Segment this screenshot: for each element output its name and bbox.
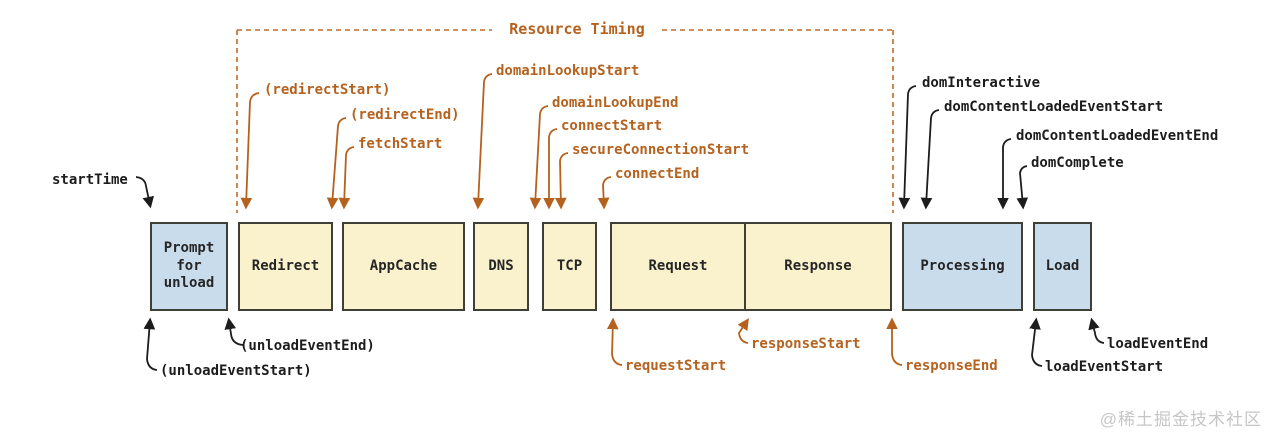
label-responseEnd: responseEnd (905, 358, 998, 374)
box-load: Load (1033, 222, 1092, 311)
label-connectEnd: connectEnd (615, 166, 700, 182)
label-domComplete: domComplete (1031, 155, 1124, 171)
label-fetchStart: fetchStart (358, 136, 443, 152)
label-domContentLoadedEventStart: domContentLoadedEventStart (944, 99, 1164, 115)
arrow-redirectEnd (326, 117, 347, 210)
box-redirect: Redirect (238, 222, 333, 311)
arrow-loadEventEnd (1088, 317, 1105, 344)
label-connectStart: connectStart (561, 118, 663, 134)
arrow-redirectStart (240, 92, 260, 210)
arrow-domContentLoadedEventStart (920, 109, 940, 210)
label-unloadEventStart: (unloadEventStart) (160, 363, 312, 379)
box-dns: DNS (473, 222, 529, 311)
arrow-domComplete (1016, 165, 1029, 210)
label-domainLookupEnd: domainLookupEnd (552, 95, 679, 111)
arrow-connectEnd (597, 176, 612, 210)
arrow-responseStart (737, 318, 749, 344)
box-tcp: TCP (542, 222, 597, 311)
box-request: Request (610, 222, 746, 311)
watermark: @稀土掘金技术社区 (1099, 410, 1262, 429)
label-loadEventStart: loadEventStart (1045, 359, 1164, 375)
arrow-secureConnectionStart (554, 152, 569, 210)
box-processing: Processing (902, 222, 1023, 311)
box-appcache: AppCache (342, 222, 465, 311)
label-startTime: startTime (52, 172, 128, 188)
label-loadEventEnd: loadEventEnd (1107, 336, 1209, 352)
label-responseStart: responseStart (751, 336, 861, 352)
box-prompt-for-unload: Prompt for unload (150, 222, 228, 311)
label-requestStart: requestStart (625, 358, 727, 374)
label-domInteractive: domInteractive (922, 75, 1041, 91)
arrow-connectStart (543, 128, 558, 210)
label-redirectEnd: (redirectEnd) (350, 107, 460, 123)
arrow-loadEventStart (1029, 317, 1043, 367)
label-redirectStart: (redirectStart) (264, 82, 391, 98)
arrow-responseEnd (886, 317, 903, 366)
arrow-domContentLoadedEventEnd (997, 138, 1012, 210)
arrow-requestStart (606, 317, 623, 366)
arrow-domInteractive (898, 85, 917, 210)
label-unloadEventEnd: (unloadEventEnd) (240, 338, 375, 354)
arrow-domainLookupEnd (529, 105, 549, 210)
label-domainLookupStart: domainLookupStart (496, 63, 640, 79)
label-domContentLoadedEventEnd: domContentLoadedEventEnd (1016, 128, 1219, 144)
arrow-startTime (135, 176, 155, 209)
arrow-fetchStart (338, 146, 355, 210)
resource-timing-title: Resource Timing (497, 20, 657, 38)
box-response: Response (744, 222, 892, 311)
arrow-unloadEventStart (143, 317, 158, 371)
arrow-domainLookupStart (472, 73, 493, 210)
label-secureConnectionStart: secureConnectionStart (572, 142, 750, 158)
